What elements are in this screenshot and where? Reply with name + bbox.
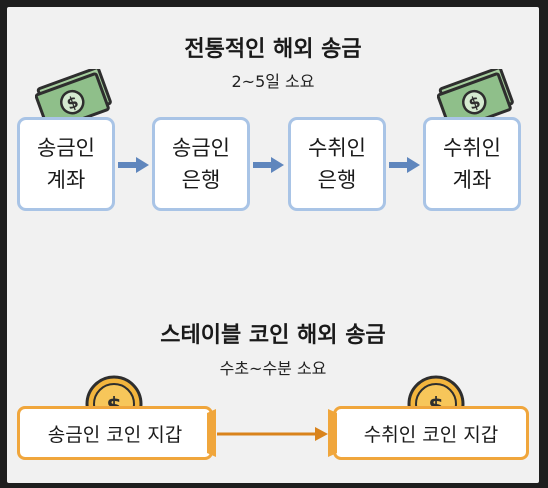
banknote-icon: $: [35, 69, 112, 127]
arrow-right-icon: [389, 157, 420, 173]
traditional-duration: 2~5일 소요: [231, 72, 315, 91]
step-label-line1: 송금인: [37, 136, 95, 160]
wallet-flap-icon: [207, 409, 216, 457]
receiver-wallet: 수취인 코인 지갑: [333, 406, 529, 460]
diagram-panel: 전통적인 해외 송금 2~5일 소요 $ $ 송금인 계좌: [7, 7, 539, 483]
step-sender-account: 송금인 계좌: [17, 117, 115, 211]
sender-wallet: 송금인 코인 지갑: [17, 406, 213, 460]
step-label-line2: 은행: [181, 168, 221, 192]
banknote-icon: $: [437, 69, 514, 127]
arrow-right-icon: [217, 427, 328, 441]
step-label-line1: 송금인: [172, 136, 230, 160]
step-sender-bank: 송금인 은행: [152, 117, 250, 211]
receiver-wallet-label: 수취인 코인 지갑: [363, 423, 499, 446]
step-label-line2: 은행: [317, 168, 357, 192]
arrow-right-icon: [253, 157, 284, 173]
sender-wallet-label: 송금인 코인 지갑: [47, 423, 183, 446]
stablecoin-title: 스테이블 코인 해외 송금: [160, 323, 386, 348]
traditional-title: 전통적인 해외 송금: [184, 37, 362, 62]
step-receiver-bank: 수취인 은행: [288, 117, 386, 211]
wallet-flap-icon: [328, 409, 337, 457]
step-label-line1: 수취인: [308, 136, 366, 160]
step-receiver-account: 수취인 계좌: [423, 117, 521, 211]
arrow-right-icon: [118, 157, 149, 173]
step-label-line2: 계좌: [452, 168, 492, 192]
step-label-line2: 계좌: [46, 168, 86, 192]
step-label-line1: 수취인: [443, 136, 501, 160]
stablecoin-duration: 수초~수분 소요: [219, 359, 327, 378]
